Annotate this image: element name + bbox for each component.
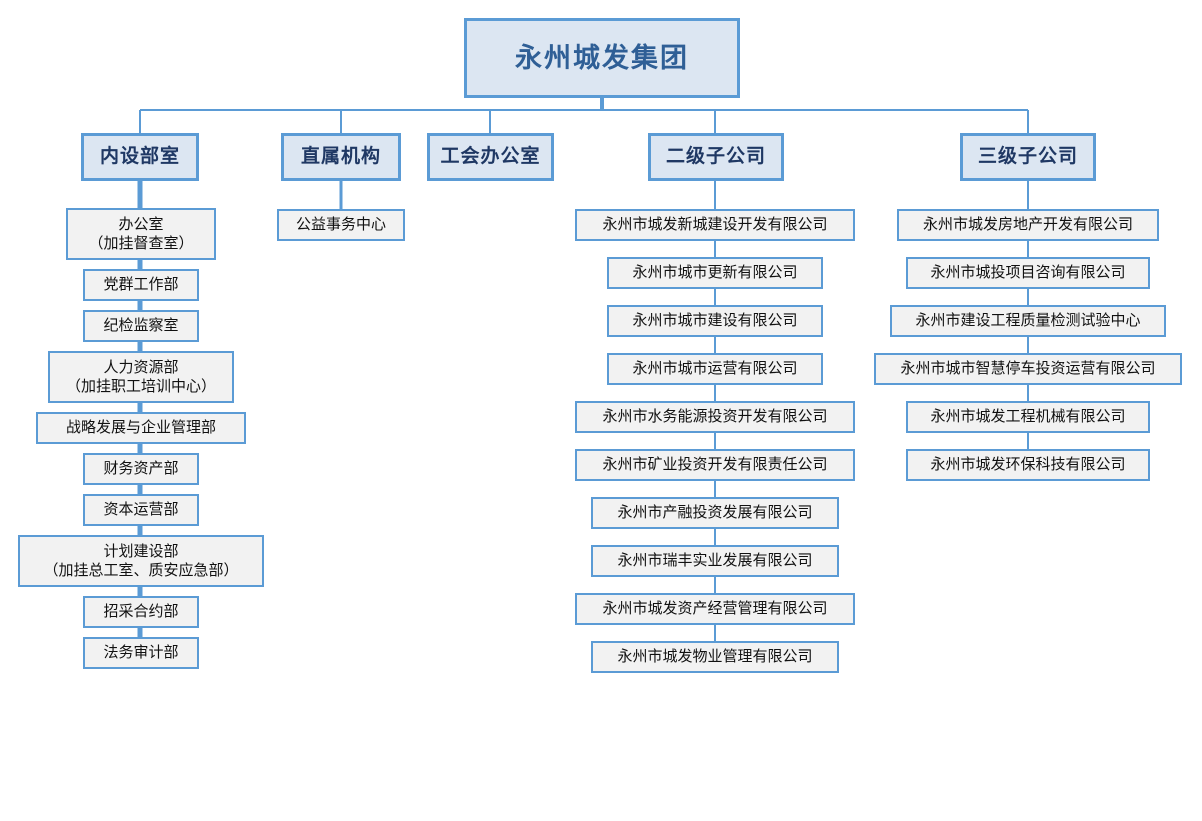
node-tier2-subsidiaries-7[interactable]: 永州市瑞丰实业发展有限公司: [591, 545, 839, 577]
node-tier2-subsidiaries-8[interactable]: 永州市城发资产经营管理有限公司: [575, 593, 855, 625]
node-internal-departments-0[interactable]: 办公室 （加挂督查室）: [66, 208, 216, 260]
node-tier2-subsidiaries-2[interactable]: 永州市城市建设有限公司: [607, 305, 823, 337]
node-tier3-subsidiaries-2[interactable]: 永州市建设工程质量检测试验中心: [890, 305, 1166, 337]
node-internal-departments-5[interactable]: 财务资产部: [83, 453, 199, 485]
node-tier3-subsidiaries-5[interactable]: 永州市城发环保科技有限公司: [906, 449, 1150, 481]
node-tier2-subsidiaries-3[interactable]: 永州市城市运营有限公司: [607, 353, 823, 385]
node-tier2-subsidiaries-6[interactable]: 永州市产融投资发展有限公司: [591, 497, 839, 529]
node-direct-institutions-0[interactable]: 公益事务中心: [277, 209, 405, 241]
node-tier3-subsidiaries-4[interactable]: 永州市城发工程机械有限公司: [906, 401, 1150, 433]
node-internal-departments-1[interactable]: 党群工作部: [83, 269, 199, 301]
node-tier3-subsidiaries-3[interactable]: 永州市城市智慧停车投资运营有限公司: [874, 353, 1182, 385]
node-tier3-subsidiaries-1[interactable]: 永州市城投项目咨询有限公司: [906, 257, 1150, 289]
node-internal-departments-2[interactable]: 纪检监察室: [83, 310, 199, 342]
node-tier2-subsidiaries-1[interactable]: 永州市城市更新有限公司: [607, 257, 823, 289]
column-header-direct-institutions[interactable]: 直属机构: [281, 133, 401, 181]
node-tier2-subsidiaries-5[interactable]: 永州市矿业投资开发有限责任公司: [575, 449, 855, 481]
node-internal-departments-4[interactable]: 战略发展与企业管理部: [36, 412, 246, 444]
node-internal-departments-8[interactable]: 招采合约部: [83, 596, 199, 628]
node-internal-departments-6[interactable]: 资本运营部: [83, 494, 199, 526]
column-header-tier3-subsidiaries[interactable]: 三级子公司: [960, 133, 1096, 181]
node-tier2-subsidiaries-0[interactable]: 永州市城发新城建设开发有限公司: [575, 209, 855, 241]
column-header-union-office[interactable]: 工会办公室: [427, 133, 554, 181]
node-tier2-subsidiaries-4[interactable]: 永州市水务能源投资开发有限公司: [575, 401, 855, 433]
node-tier3-subsidiaries-0[interactable]: 永州市城发房地产开发有限公司: [897, 209, 1159, 241]
node-internal-departments-3[interactable]: 人力资源部 （加挂职工培训中心）: [48, 351, 234, 403]
column-header-internal-departments[interactable]: 内设部室: [81, 133, 199, 181]
node-internal-departments-7[interactable]: 计划建设部 （加挂总工室、质安应急部）: [18, 535, 264, 587]
root-node[interactable]: 永州城发集团: [464, 18, 740, 98]
node-tier2-subsidiaries-9[interactable]: 永州市城发物业管理有限公司: [591, 641, 839, 673]
column-header-tier2-subsidiaries[interactable]: 二级子公司: [648, 133, 784, 181]
node-internal-departments-9[interactable]: 法务审计部: [83, 637, 199, 669]
